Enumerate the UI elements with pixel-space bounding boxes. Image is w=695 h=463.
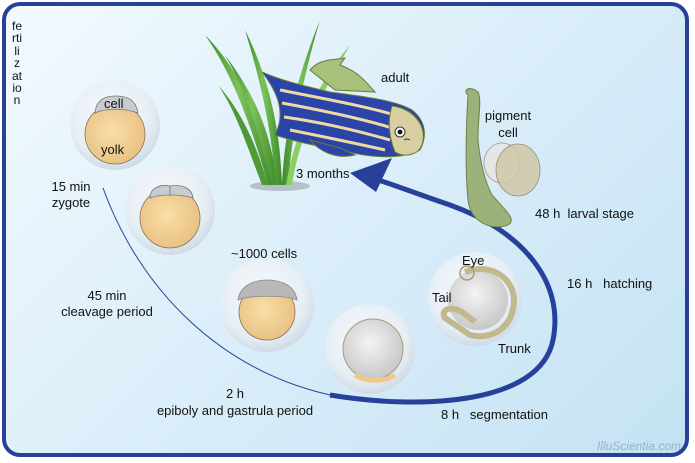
yolk-label: yolk bbox=[101, 142, 125, 157]
segmentation-embryo bbox=[428, 252, 522, 346]
blastula-label: ~1000 cells bbox=[231, 246, 298, 261]
cleavage-embryo bbox=[125, 165, 215, 255]
zygote-name-label: zygote bbox=[51, 195, 91, 210]
cell-label: cell bbox=[104, 96, 124, 111]
larval-stage-label: 48 h larval stage bbox=[535, 206, 635, 221]
pigment-label-line2: cell bbox=[498, 125, 518, 140]
eye-label: Eye bbox=[462, 253, 485, 268]
hatching-label: 16 h hatching bbox=[567, 276, 653, 291]
zygote-embryo bbox=[70, 80, 160, 170]
cleavage-name-label: cleavage period bbox=[61, 304, 153, 319]
watermark: IlluScientia.com bbox=[596, 439, 681, 453]
adult-fish bbox=[261, 57, 425, 158]
adult-label: adult bbox=[381, 70, 410, 85]
larva bbox=[465, 88, 541, 228]
pigment-label-line1: pigment bbox=[484, 108, 532, 123]
gastrula-time-label: 2 h bbox=[225, 386, 245, 401]
cleavage-time-label: 45 min bbox=[87, 288, 127, 303]
gastrula-embryo bbox=[325, 304, 415, 394]
segmentation-label: 8 h segmentation bbox=[441, 407, 548, 422]
cycle-arrow-thick bbox=[329, 175, 558, 405]
gastrula-name-label: epiboly and gastrula period bbox=[156, 403, 314, 418]
water-plant bbox=[205, 20, 350, 191]
tail-label: Tail bbox=[432, 290, 452, 305]
zygote-time-label: 15 min bbox=[51, 179, 91, 194]
blastula-embryo bbox=[220, 258, 314, 352]
fertilization-label: fertilization bbox=[12, 19, 23, 108]
adult-time-label: 3 months bbox=[296, 166, 350, 181]
arrow-head bbox=[350, 158, 392, 192]
cycle-arrow-thin bbox=[102, 187, 331, 396]
trunk-label: Trunk bbox=[498, 341, 531, 356]
